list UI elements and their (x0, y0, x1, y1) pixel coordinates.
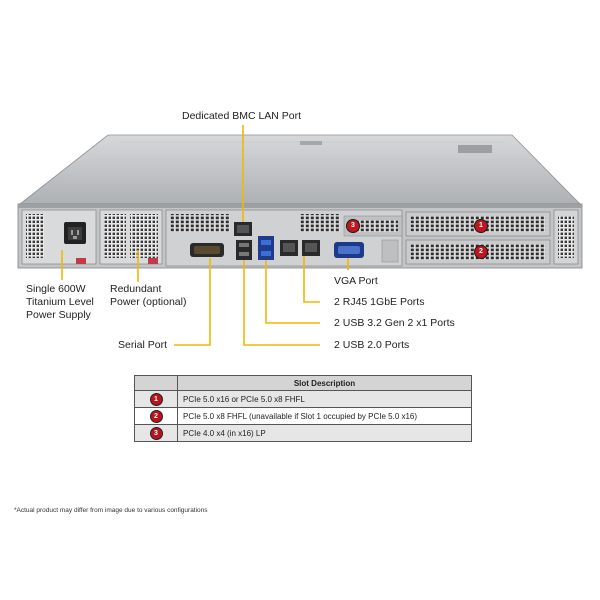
io-panel (165, 209, 403, 267)
leader-usb2 (243, 260, 320, 346)
label-redundant-line-1: Redundant (110, 283, 162, 295)
label-redundant-line-2: Power (optional) (110, 296, 187, 308)
table-row: 3 PCIe 4.0 x4 (in x16) LP (134, 424, 472, 442)
slot-row-badge-1: 1 (149, 392, 163, 406)
label-usb2-ports: 2 USB 2.0 Ports (334, 339, 410, 351)
slot-num-cell: 2 (134, 407, 178, 425)
slot-num-cell: 1 (134, 390, 178, 408)
label-redundant-power: Redundant Power (optional) (110, 283, 210, 309)
slot-desc-cell: PCIe 4.0 x4 (in x16) LP (177, 424, 472, 442)
label-psu-line-2: Titanium Level (26, 296, 94, 308)
slot-table-header-empty (134, 375, 178, 391)
leader-usb3 (265, 260, 320, 324)
slot-description-table: Slot Description 1 PCIe 5.0 x16 or PCIe … (134, 375, 472, 442)
slot-table-header: Slot Description (177, 375, 472, 391)
psu-2-redundant (99, 209, 163, 265)
slot-num-cell: 3 (134, 424, 178, 442)
label-power-supply: Single 600W Titanium Level Power Supply (26, 283, 126, 322)
usb3-ports (258, 236, 274, 260)
table-row: 2 PCIe 5.0 x8 FHFL (unavailable if Slot … (134, 407, 472, 425)
disclaimer-note: *Actual product may differ from image du… (14, 507, 208, 514)
chassis-top-cover (18, 134, 581, 205)
leader-rj45 (303, 256, 320, 303)
psu-1 (21, 209, 97, 265)
slot-row-badge-2: 2 (149, 409, 163, 423)
label-rj45-ports: 2 RJ45 1GbE Ports (334, 296, 425, 308)
slot-row-badge-3: 3 (149, 426, 163, 440)
slot-badge-3: 3 (346, 219, 360, 233)
slot-badge-1: 1 (474, 219, 488, 233)
leader-lines (61, 125, 349, 346)
slot-desc-cell: PCIe 5.0 x8 FHFL (unavailable if Slot 1 … (177, 407, 472, 425)
slot-badge-2: 2 (474, 245, 488, 259)
label-psu-line-3: Power Supply (26, 309, 91, 321)
slot-desc-cell: PCIe 5.0 x16 or PCIe 5.0 x8 FHFL (177, 390, 472, 408)
leader-serial (174, 258, 211, 346)
label-usb3-ports: 2 USB 3.2 Gen 2 x1 Ports (334, 317, 455, 329)
label-bmc-lan-port: Dedicated BMC LAN Port (182, 110, 302, 122)
label-vga-port: VGA Port (334, 275, 378, 287)
label-serial-port: Serial Port (118, 339, 168, 351)
label-psu-line-1: Single 600W (26, 283, 86, 295)
table-row: 1 PCIe 5.0 x16 or PCIe 5.0 x8 FHFL (134, 390, 472, 408)
slot-table-header-row: Slot Description (134, 375, 472, 391)
